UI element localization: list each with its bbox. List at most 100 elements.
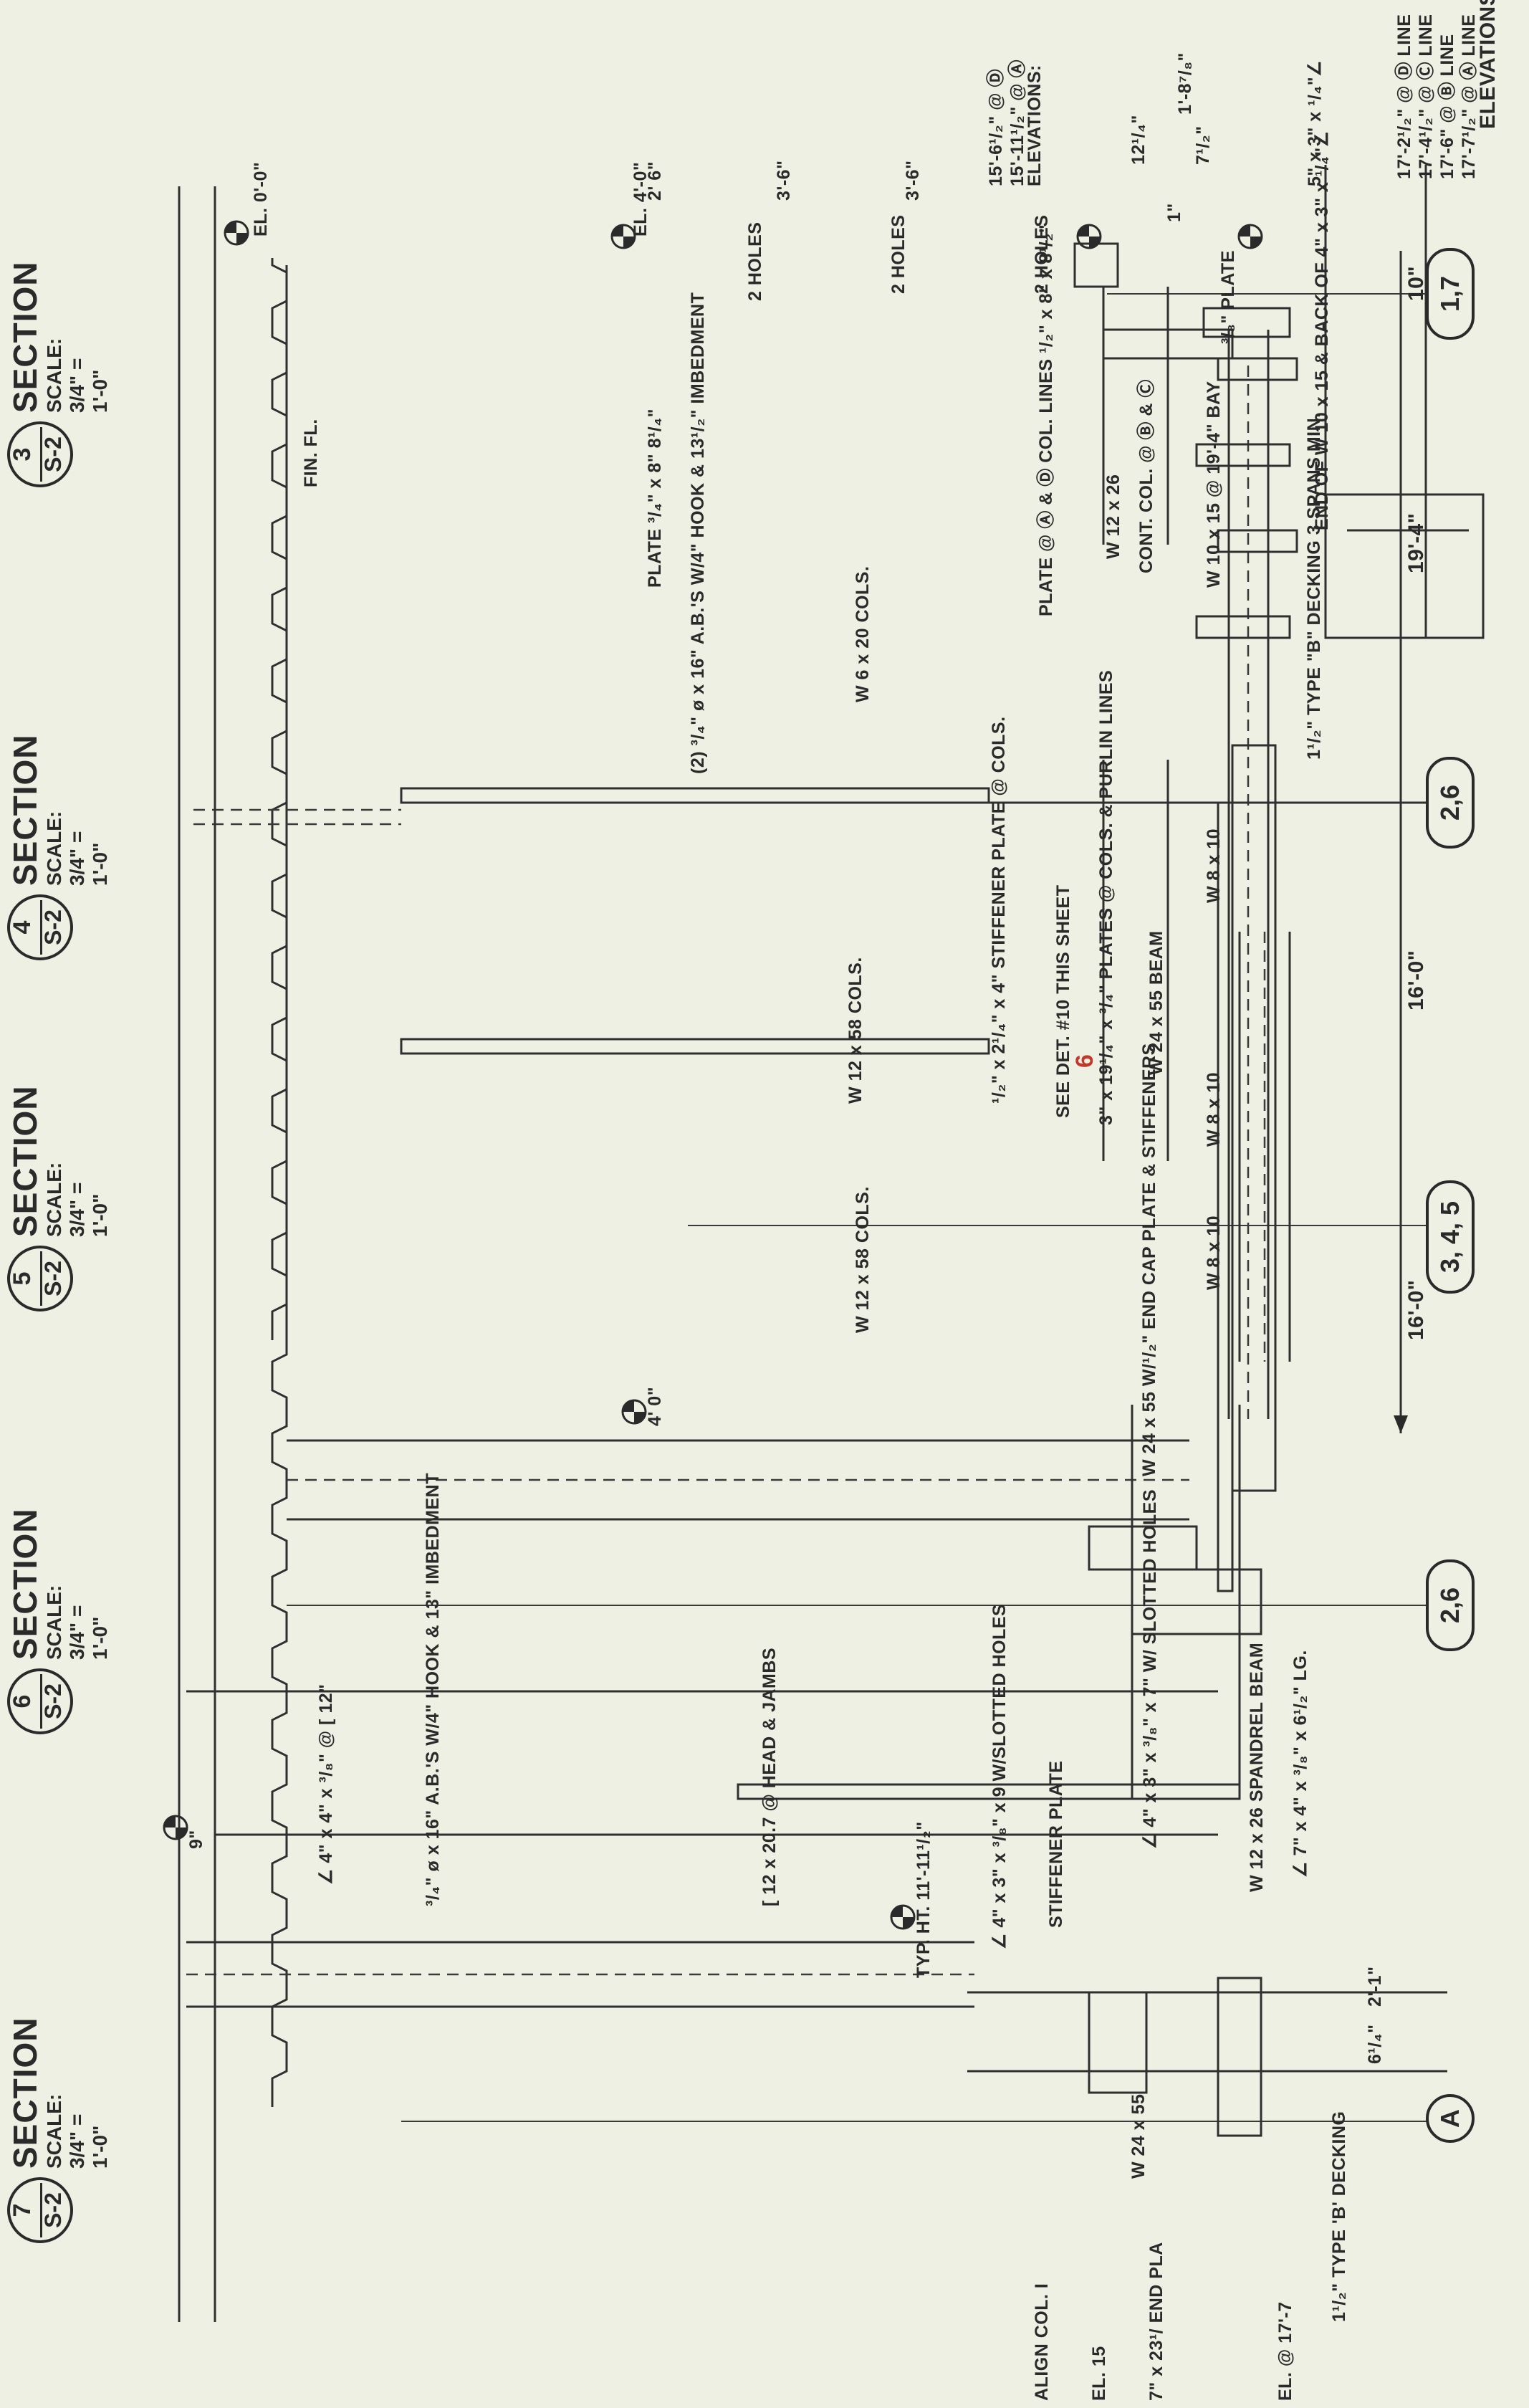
note-w12-x-26: W 12 x 26 — [1103, 474, 1123, 559]
dim-3-6: 3'-6" — [774, 160, 794, 201]
dim-12-1-4: 12¹/₄" — [1128, 115, 1149, 165]
bay-dim-19-4: 19'-4" — [1404, 512, 1428, 573]
roof-decking-left — [271, 1340, 288, 2107]
note-w24-end-cap: W 24 x 55 W/¹/₂" END CAP PLATE & STIFFEN… — [1139, 1043, 1159, 1476]
note-w24-x-55-7: W 24 x 55 — [1128, 2093, 1149, 2179]
note-w10-x-15: W 10 x 15 @ 19'-4" BAY — [1204, 381, 1224, 588]
note-stiffener: ¹/₂" x 2¹/₄" x 4" STIFFENER PLATE @ COLS… — [989, 716, 1009, 1104]
note-angle-4x3-7: ∠ 4" x 3" x ³/₈" x 7" W/ SLOTTED HOLES — [1140, 1489, 1160, 1849]
col-section5-web — [400, 1038, 990, 1055]
dim-1in: 1" — [1164, 203, 1184, 222]
section-number: 4 — [9, 920, 36, 935]
note-el-15: EL. 15 — [1089, 2346, 1109, 2401]
note-holes-3: 2 HOLES — [1032, 214, 1052, 294]
section-sheet-ref: S-2 — [40, 436, 66, 472]
section-title-text: SECTION — [6, 261, 44, 413]
note-fin-fl: FIN. FL. — [301, 419, 321, 487]
note-end-plate: 7" x 23¹/ END PLA — [1146, 2242, 1166, 2401]
elevation-target-icon — [1237, 224, 1263, 249]
elevation-target-icon — [224, 220, 249, 246]
section-number: 3 — [9, 447, 36, 462]
section-number: 7 — [9, 2203, 36, 2217]
roof-decking — [271, 258, 288, 1340]
section-scale: SCALE: 3/4" = 1'-0" — [43, 1585, 111, 1660]
dim-10in: 10" — [1404, 265, 1428, 301]
elevation-target-icon — [1076, 224, 1102, 249]
note-holes-1: 2 HOLES — [745, 221, 765, 301]
el-9: 9" — [186, 1830, 206, 1849]
col-section4-web — [400, 787, 990, 804]
elevation-line-d: 17'-2¹/₂" @ Ⓓ LINE — [1394, 14, 1414, 179]
dim-7-1-2: 7¹/₂" — [1193, 125, 1213, 165]
el-0-0: EL. 0'-0" — [251, 161, 271, 236]
elevation-target-icon — [621, 1399, 647, 1425]
dim-2-1: 2'-1" — [1365, 1966, 1385, 2007]
section-title-text: SECTION — [6, 1085, 44, 1237]
note-anchor-bolts-3: (2) ³/₄" ø x 16" A.B.'S W/4" HOOK & 13¹/… — [688, 292, 708, 774]
section-number: 5 — [9, 1271, 36, 1286]
angle-7 — [1217, 1977, 1262, 2137]
elevation-2-line-d: 15'-6¹/₂" @ Ⓓ — [986, 69, 1006, 186]
note-plate-3-8: ³/₈" PLATE — [1218, 250, 1238, 344]
note-el-17-7: EL. @ 17'-7 — [1275, 2301, 1295, 2401]
section-sheet-ref: S-2 — [40, 909, 66, 945]
el-4-0: EL. 4'-0" — [631, 161, 651, 236]
note-channel-head: [ 12 x 20.7 @ HEAD & JAMBS — [759, 1647, 780, 1906]
revision-mark: 6 — [1071, 1054, 1098, 1068]
col-splice-2 — [1195, 615, 1291, 639]
note-anchor-bolts-6: ³/₄" ø x 16" A.B.'S W/4" HOOK & 13" IMBE… — [423, 1473, 443, 1906]
w12-col-cap — [1102, 328, 1234, 360]
section-scale: SCALE: 3/4" = 1'-0" — [43, 2093, 111, 2169]
elevation-target-icon — [890, 1904, 916, 1930]
section-sheet-ref: S-2 — [40, 2192, 66, 2228]
plate-b-c — [1217, 529, 1298, 553]
note-w12-58-cols-6: W 12 x 58 COLS. — [853, 1186, 873, 1333]
note-stiffener-plate: STIFFENER PLATE — [1046, 1760, 1066, 1928]
note-w8-x-10-c: W 8 x 10 — [1204, 1215, 1224, 1290]
end-plate-7 — [1088, 1991, 1148, 2094]
dim-3-6-b: 3'-6" — [903, 160, 923, 201]
grid-bubble-3-4-5: 3, 4, 5 — [1426, 1180, 1475, 1294]
note-cont-col: CONT. COL. @ Ⓑ & Ⓒ — [1136, 379, 1156, 573]
note-angle-4x3-9: ∠ 4" x 3" x ³/₈" x 9 W/SLOTTED HOLES — [989, 1603, 1010, 1949]
note-w6-x-20: W 6 x 20 COLS. — [853, 565, 873, 702]
stiffener-plate — [1217, 801, 1234, 1592]
note-see-det-10: SEE DET. #10 THIS SHEET — [1053, 884, 1073, 1119]
channel-6 — [737, 1783, 1241, 1800]
note-spandrel-beam: W 12 x 26 SPANDREL BEAM — [1247, 1642, 1267, 1892]
elevation-target-icon — [163, 1815, 188, 1840]
dim-6-1-4: 6¹/₄" — [1365, 2024, 1385, 2064]
section-title-text: SECTION — [6, 1508, 44, 1660]
note-angle-4x4: ∠ 4" x 4" x ³/₈" @ [ 12" — [316, 1683, 336, 1886]
section-scale: SCALE: 3/4" = 1'-0" — [43, 811, 111, 886]
grid-bubble-1-7: 1,7 — [1426, 248, 1475, 340]
col-splice — [1195, 443, 1291, 467]
section-scale: SCALE: 3/4" = 1'-0" — [43, 338, 111, 413]
note-plates-at-cols: 3" x 19¹/₄" x ³/₄" PLATES @ COLS. & PURL… — [1096, 669, 1116, 1125]
el-4-0-b: 4' 0" — [645, 1386, 665, 1426]
section-sheet-ref: S-2 — [40, 1261, 66, 1296]
section-title-text: SECTION — [6, 2017, 44, 2169]
grid-bubble-2-6: 2,6 — [1426, 757, 1475, 849]
slotted-angle — [1088, 1525, 1198, 1571]
note-holes-2: 2 HOLES — [888, 214, 909, 294]
typ-ht: TYP. HT. 11'-11¹/₂" — [914, 1821, 934, 1978]
footing-4 — [1231, 744, 1277, 1492]
section-scale: SCALE: 3/4" = 1'-0" — [43, 1162, 111, 1237]
grid-bubble-2-6-b: 2,6 — [1426, 1559, 1475, 1651]
note-align-col: ALIGN COL. I — [1032, 2283, 1052, 2401]
note-decking-b-7: 1¹/₂" TYPE 'B' DECKING — [1329, 2111, 1349, 2323]
note-w8-x-10-a: W 8 x 10 — [1204, 828, 1224, 903]
note-plate-3-4: PLATE ³/₄" x 8" 8¹/₄" — [645, 408, 665, 588]
note-w8-x-10-b: W 8 x 10 — [1204, 1071, 1224, 1147]
bay-dim-16-0: 16'-0" — [1404, 950, 1428, 1010]
dim-1-8: 1'-8⁷/₈" — [1175, 52, 1195, 115]
plate-a-d — [1217, 357, 1298, 381]
section-sheet-ref: S-2 — [40, 1683, 66, 1719]
bay-dim-16-0-b: 16'-0" — [1404, 1279, 1428, 1340]
elevation-target-icon — [610, 224, 636, 249]
section-number: 6 — [9, 1694, 36, 1709]
note-w12-x-58-cols: W 12 x 58 COLS. — [845, 957, 866, 1104]
